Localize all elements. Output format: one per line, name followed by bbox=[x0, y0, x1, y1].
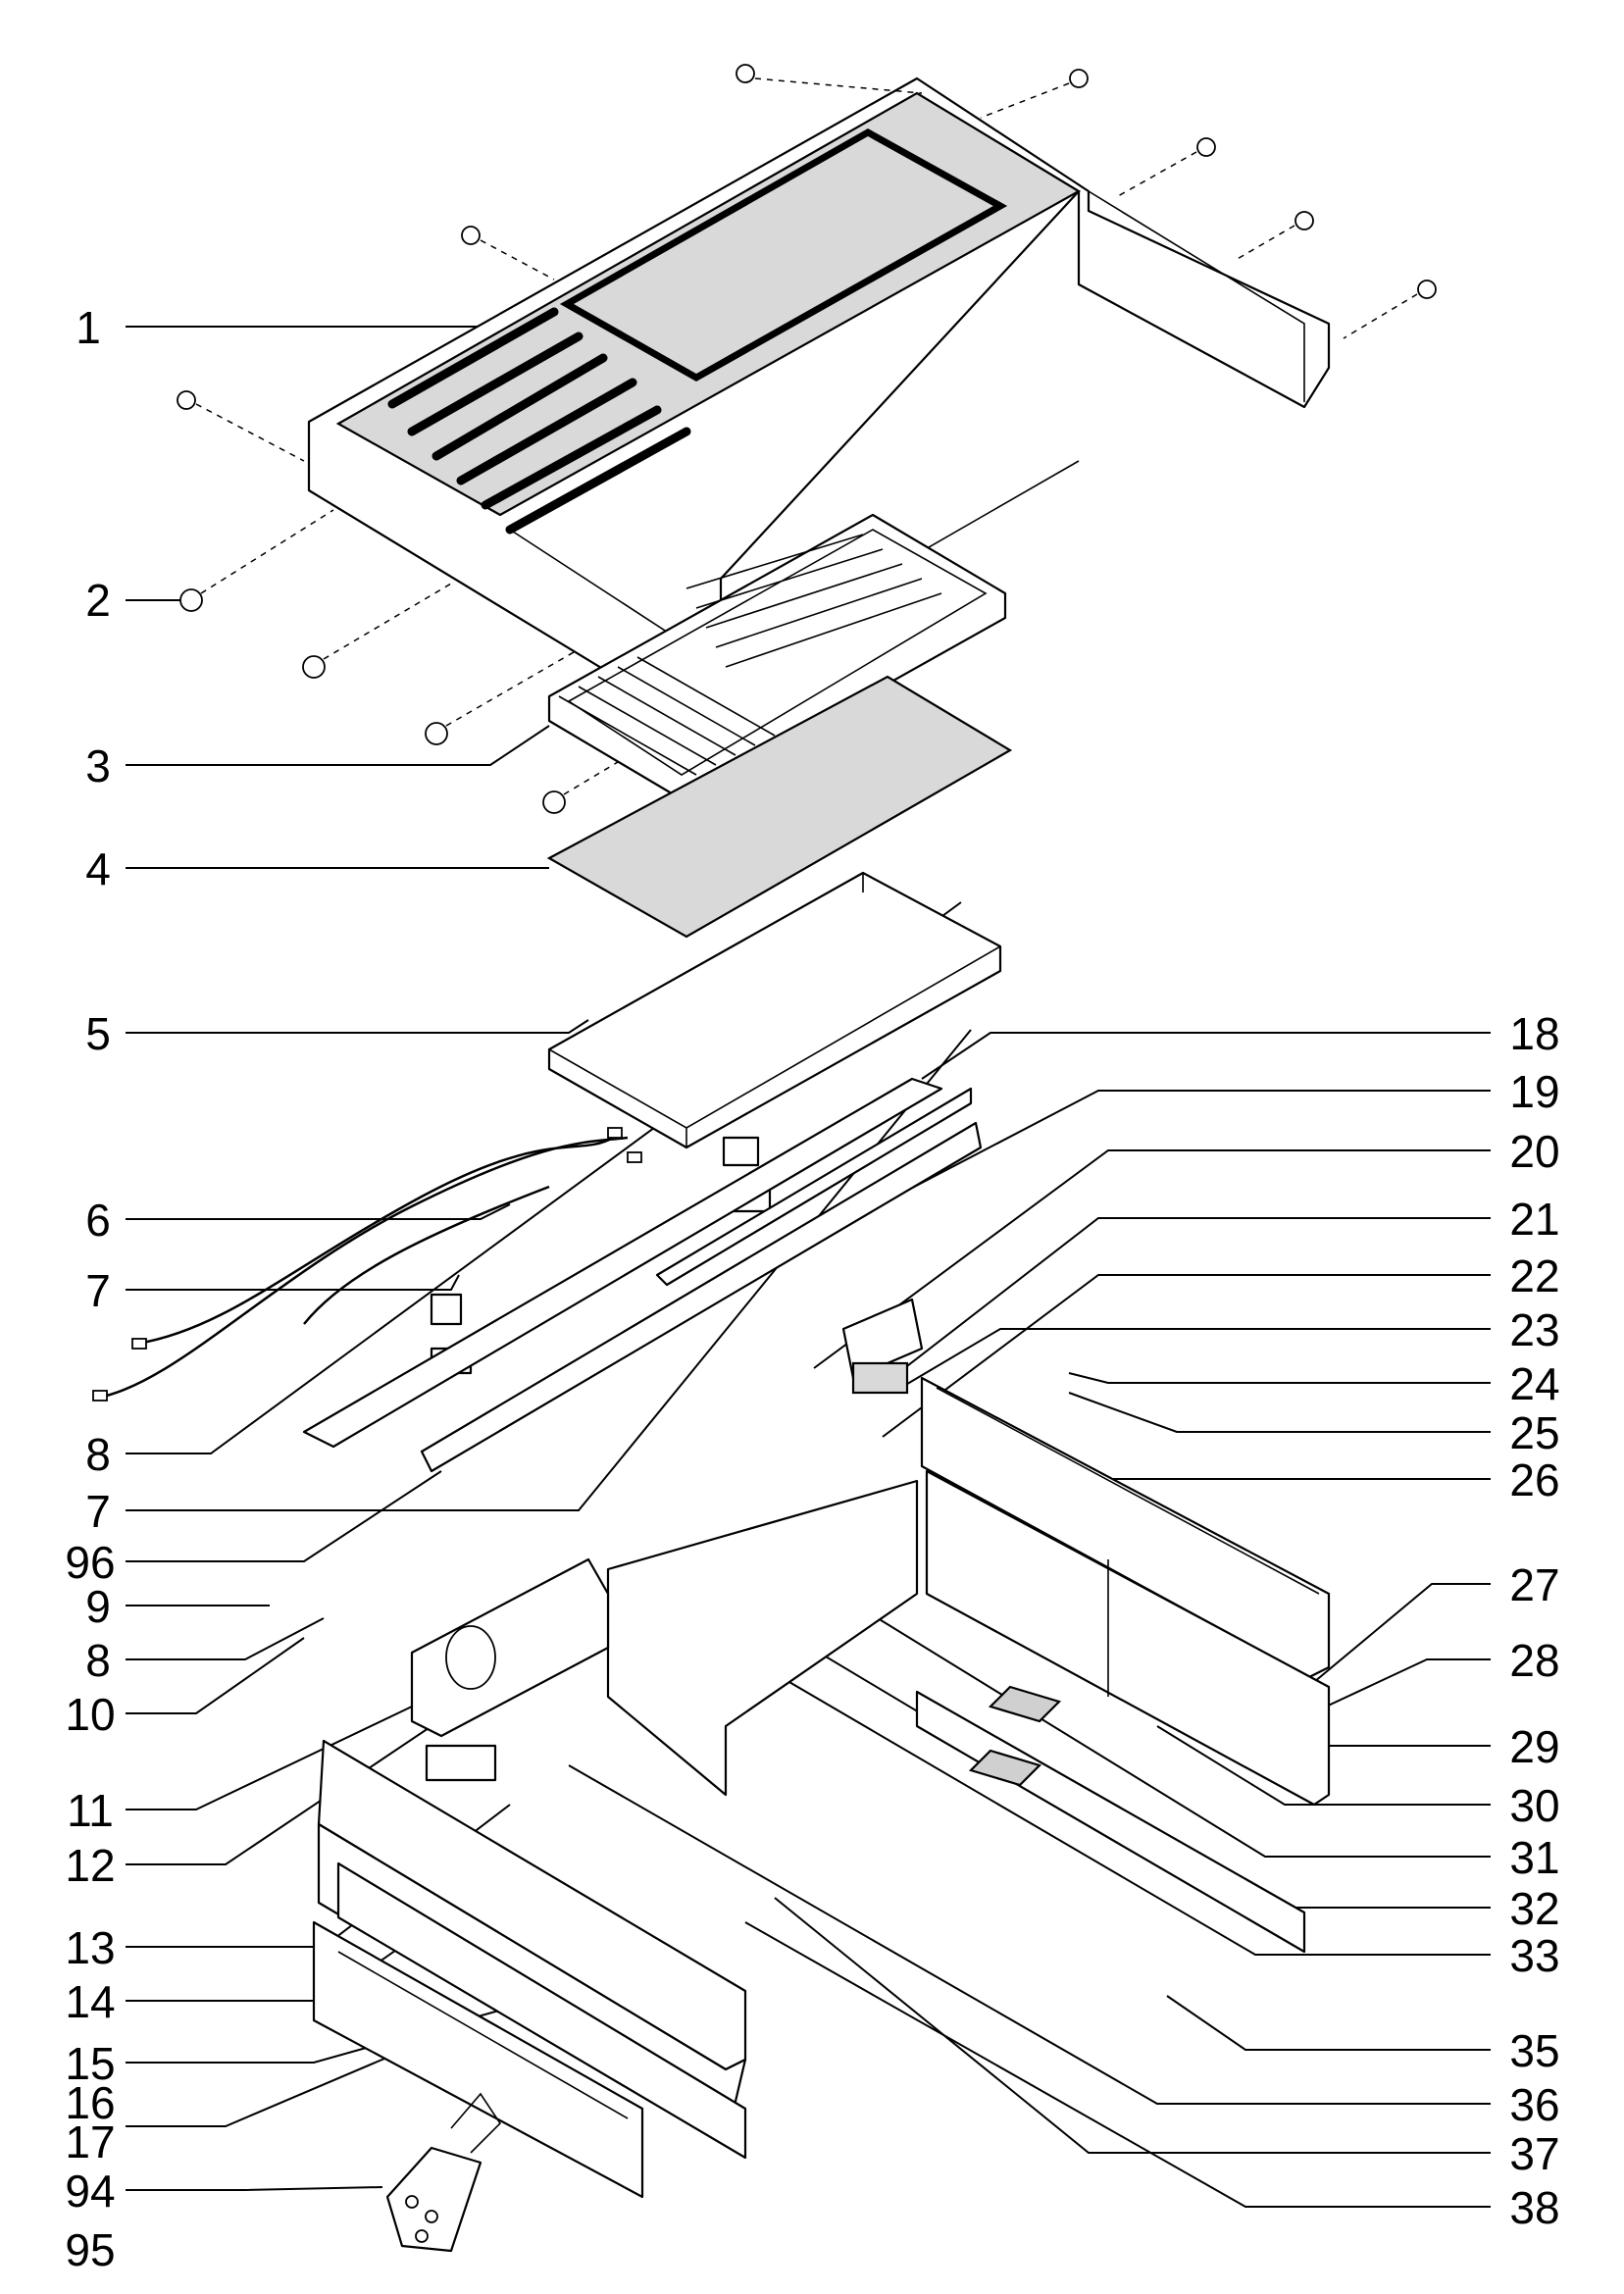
callouts-left: 1 2 3 4 5 6 7 8 7 96 9 8 10 11 12 13 14 … bbox=[65, 302, 115, 2275]
part-screws-2 bbox=[179, 509, 687, 814]
callout-left-6: 6 bbox=[85, 1195, 111, 1246]
part-tray bbox=[547, 871, 1002, 1149]
part-lower-panel-left bbox=[317, 1739, 747, 2160]
part-bottom-plate bbox=[312, 1920, 644, 2199]
callout-right-33: 33 bbox=[1509, 1930, 1559, 1981]
callout-left-8b: 8 bbox=[85, 1635, 111, 1686]
callout-right-20: 20 bbox=[1509, 1126, 1559, 1177]
callout-right-31: 31 bbox=[1509, 1832, 1559, 1883]
callout-left-12: 12 bbox=[65, 1840, 115, 1891]
callout-left-5: 5 bbox=[85, 1008, 111, 1059]
callout-right-30: 30 bbox=[1509, 1780, 1559, 1831]
callout-left-3: 3 bbox=[85, 740, 111, 791]
callout-left-14: 14 bbox=[65, 1976, 115, 2027]
callout-left-11: 11 bbox=[67, 1785, 114, 1836]
part-base-frame bbox=[606, 1469, 1331, 1807]
callout-left-1: 1 bbox=[76, 302, 101, 353]
callout-left-16: 16 bbox=[65, 2077, 115, 2128]
callout-right-36: 36 bbox=[1509, 2079, 1559, 2130]
callout-left-4: 4 bbox=[85, 843, 111, 894]
callout-right-38: 38 bbox=[1509, 2182, 1559, 2233]
callout-right-23: 23 bbox=[1509, 1304, 1559, 1355]
part-component-box bbox=[410, 1557, 610, 1782]
callout-left-8a: 8 bbox=[85, 1429, 111, 1480]
callout-right-27: 27 bbox=[1509, 1559, 1559, 1610]
callout-right-25: 25 bbox=[1509, 1407, 1559, 1458]
callouts-right: 18 19 20 21 22 23 24 25 26 27 28 29 30 3… bbox=[1509, 1008, 1559, 2233]
callout-left-7b: 7 bbox=[85, 1486, 111, 1537]
callout-left-96: 96 bbox=[65, 1537, 115, 1588]
part-heating-grid bbox=[547, 513, 1007, 801]
callout-right-37: 37 bbox=[1509, 2128, 1559, 2179]
part-terminal-block bbox=[841, 1298, 924, 1395]
callout-left-7a: 7 bbox=[85, 1265, 111, 1316]
part-rails bbox=[302, 1077, 983, 1473]
callout-right-19: 19 bbox=[1509, 1066, 1559, 1117]
callout-left-95: 95 bbox=[65, 2224, 115, 2275]
callout-left-17: 17 bbox=[65, 2116, 115, 2167]
part-top-cover bbox=[307, 76, 1331, 742]
screws-top-cover bbox=[177, 64, 1437, 462]
part-strips-right bbox=[915, 1685, 1306, 1954]
part-hardware-bag bbox=[385, 2092, 502, 2253]
part-plate bbox=[546, 675, 1013, 939]
callout-right-24: 24 bbox=[1509, 1358, 1559, 1409]
callout-left-9: 9 bbox=[85, 1581, 111, 1632]
part-wiring-harness bbox=[92, 1127, 642, 1402]
callout-right-29: 29 bbox=[1509, 1721, 1559, 1772]
callout-left-13: 13 bbox=[65, 1922, 115, 1973]
callout-left-94: 94 bbox=[65, 2166, 115, 2217]
callout-left-10: 10 bbox=[65, 1689, 115, 1740]
callout-right-18: 18 bbox=[1509, 1008, 1559, 1059]
part-front-panel-right bbox=[920, 1376, 1331, 1679]
callout-right-21: 21 bbox=[1509, 1194, 1559, 1245]
callout-right-22: 22 bbox=[1509, 1250, 1559, 1301]
callout-left-15: 15 bbox=[65, 2038, 115, 2089]
callout-right-32: 32 bbox=[1509, 1883, 1559, 1934]
callout-right-35: 35 bbox=[1509, 2025, 1559, 2076]
callout-left-2: 2 bbox=[85, 575, 111, 626]
callout-right-26: 26 bbox=[1509, 1454, 1559, 1505]
callout-right-28: 28 bbox=[1509, 1635, 1559, 1686]
